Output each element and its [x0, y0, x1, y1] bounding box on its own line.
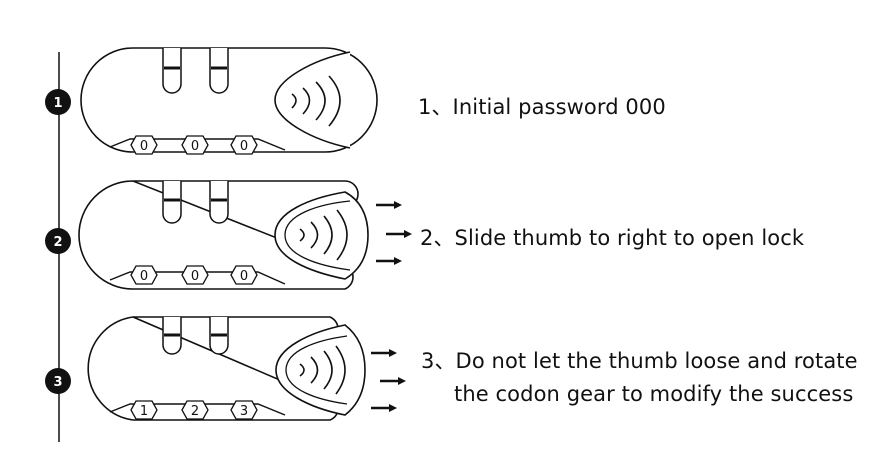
dial-wheel[interactable]: 0 [130, 135, 158, 155]
dial-digit: 0 [140, 269, 148, 284]
step-number: 2 [53, 235, 62, 250]
step-badge [45, 89, 71, 115]
dial-digit: 2 [191, 404, 199, 419]
lock-step-2: 0 0 0 2 [45, 180, 412, 290]
dial-digit: 1 [140, 404, 148, 419]
arrow-right-icon [371, 404, 397, 412]
thumb-slider [274, 51, 351, 149]
shackle-slot [209, 181, 229, 224]
dial-wheel[interactable]: 0 [230, 135, 258, 155]
thumb-slider [274, 191, 369, 280]
arrow-right-icon [380, 377, 406, 385]
arrow-right-icon [386, 230, 412, 238]
dial-wheel[interactable]: 0 [230, 265, 258, 285]
step-badge [45, 228, 71, 254]
dial-wheel[interactable]: 2 [181, 400, 209, 420]
shackle-slot [209, 48, 229, 94]
dial-digit: 3 [240, 404, 248, 419]
step-2-instruction: 2、Slide thumb to right to open lock [420, 226, 805, 250]
dial-wheel[interactable]: 0 [130, 265, 158, 285]
shackle-slot [162, 181, 182, 224]
arrow-right-icon [376, 201, 402, 209]
dial-wheel[interactable]: 0 [181, 265, 209, 285]
step-number: 1 [53, 96, 62, 111]
step-badge [45, 368, 71, 394]
lock-step-1: 0 0 0 1 [45, 47, 378, 155]
shackle-slot [162, 48, 182, 94]
step-3-instruction-line-2: the codon gear to modify the success [454, 382, 854, 406]
thumb-slider [275, 324, 366, 416]
dial-digit: 0 [191, 139, 199, 154]
dial-digit: 0 [140, 139, 148, 154]
step-number: 3 [53, 375, 62, 390]
step-3-instruction-line-1: 3、Do not let the thumb loose and rotate [421, 349, 858, 373]
step-1-instruction: 1、Initial password 000 [418, 95, 666, 119]
dial-wheel[interactable]: 0 [181, 135, 209, 155]
lock-step-3: 1 2 3 3 [45, 316, 406, 421]
arrow-right-icon [371, 349, 397, 357]
dial-wheel[interactable]: 1 [130, 400, 158, 420]
dial-digit: 0 [240, 139, 248, 154]
arrow-right-icon [376, 257, 402, 265]
dial-digit: 0 [240, 269, 248, 284]
lock-body [80, 47, 378, 153]
dial-digit: 0 [191, 269, 199, 284]
dial-wheel[interactable]: 3 [230, 400, 258, 420]
